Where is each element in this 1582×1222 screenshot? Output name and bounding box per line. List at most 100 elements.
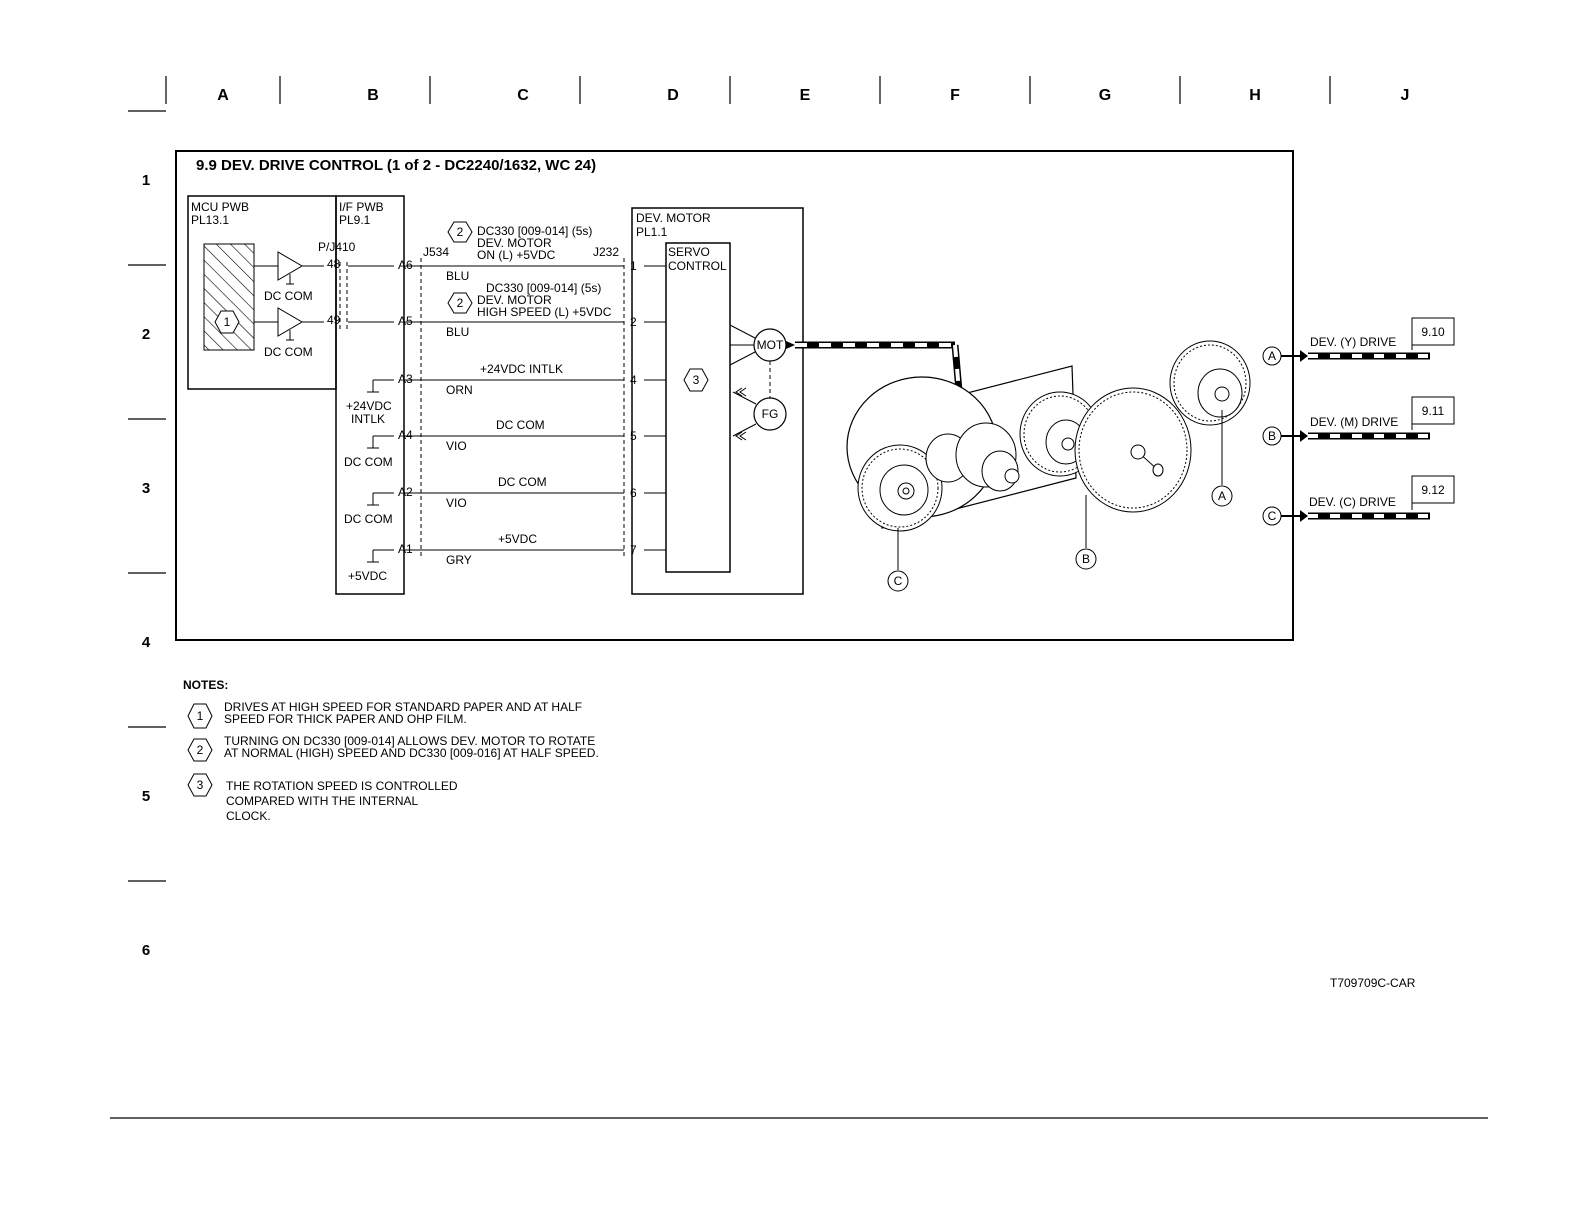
pin-number: 49 (327, 313, 341, 327)
drive-label: DEV. (C) DRIVE (1309, 495, 1396, 509)
idler-gear (1004, 468, 1020, 484)
wire-label: DC COM (498, 475, 547, 489)
note-2-marker-text: 2 (457, 296, 464, 310)
pin-label: 6 (630, 486, 637, 500)
signal-label: HIGH SPEED (L) +5VDC (477, 305, 612, 319)
if-pwb-label: I/F PWB (339, 200, 384, 214)
signal-label: DEV. MOTOR (477, 293, 552, 307)
gear-a (1169, 340, 1251, 426)
row-label: 3 (142, 480, 150, 497)
gear-b (1074, 387, 1192, 513)
row-label: 6 (142, 942, 150, 959)
wire-color: GRY (446, 553, 472, 567)
dev-motor: DEV. MOTOR PL1.1 SERVO CONTROL 3 MOT FG (631, 207, 804, 595)
gear-c (857, 444, 943, 532)
drive-outputs: A DEV. (Y) DRIVE 9.10 B DEV. (M) DRIVE 9… (1262, 317, 1455, 526)
note-3-marker (683, 368, 709, 392)
mcu-pwb-label: MCU PWB (191, 200, 249, 214)
page-ref-box (1411, 317, 1455, 346)
mcu-pwb: MCU PWB PL13.1 1 DC COM DC COM 48 49 (187, 195, 341, 390)
note-marker-text: 1 (197, 709, 204, 723)
wire-color: VIO (446, 439, 467, 453)
fg-label: FG (762, 407, 779, 421)
wire-label: +5VDC (498, 532, 537, 546)
drive-ref: B (1268, 429, 1276, 443)
if-pwb-pl: PL9.1 (339, 213, 371, 227)
row-label: 4 (142, 634, 151, 651)
pin-label: 5 (630, 429, 637, 443)
note-1-marker (214, 310, 240, 334)
column-label: A (217, 87, 229, 104)
note-text: CLOCK. (226, 809, 271, 823)
signal-label: DC330 [009-014] (5s) (486, 281, 601, 295)
driver-2 (277, 307, 303, 337)
notes-heading: NOTES: (183, 678, 228, 692)
note-marker (187, 773, 213, 797)
note-text: SPEED FOR THICK PAPER AND OHP FILM. (224, 712, 467, 726)
note-2-marker (447, 292, 473, 314)
column-label: G (1099, 87, 1111, 104)
signal-label: ON (L) +5VDC (477, 248, 556, 262)
wire-color: ORN (446, 383, 473, 397)
column-label: J (1401, 87, 1410, 104)
drive-c: C DEV. (C) DRIVE 9.12 (1262, 475, 1455, 526)
note-text: TURNING ON DC330 [009-014] ALLOWS DEV. M… (224, 734, 595, 748)
pin-label: A4 (398, 428, 413, 442)
note-text: THE ROTATION SPEED IS CONTROLLED (226, 779, 458, 793)
drive-ref: C (1268, 509, 1277, 523)
servo-label: CONTROL (668, 259, 727, 273)
note-3-marker-text: 3 (693, 373, 700, 387)
row-ruler: 1 2 3 4 5 6 (128, 110, 166, 959)
dev-motor-label: DEV. MOTOR (636, 211, 711, 225)
if-pwb: I/F PWB PL9.1 P/J410 +24VDC INTLK DC COM… (318, 195, 405, 595)
note-marker-text: 2 (197, 743, 204, 757)
intlk-label: INTLK (351, 412, 385, 426)
note-marker (187, 703, 213, 729)
row-label: 2 (142, 326, 150, 343)
column-label: H (1249, 87, 1261, 104)
servo-label: SERVO (668, 245, 710, 259)
drive-m: B DEV. (M) DRIVE 9.11 (1262, 396, 1455, 446)
pin-label: 4 (630, 373, 637, 387)
dc-com-label: DC COM (344, 455, 393, 469)
gear-assembly: A B C (846, 340, 1251, 592)
pin-label: 2 (630, 315, 637, 329)
page-ref: 9.11 (1422, 404, 1445, 418)
pin-label: A5 (398, 314, 413, 328)
gear-label-c: C (894, 574, 903, 588)
drive-ref: A (1268, 349, 1276, 363)
drive-label: DEV. (Y) DRIVE (1310, 335, 1396, 349)
v24-label: +24VDC (346, 399, 392, 413)
connector-label: P/J410 (318, 240, 356, 254)
v5-label: +5VDC (348, 569, 387, 583)
pin-label: 7 (630, 543, 637, 557)
column-ruler: A B C D E F G H J (165, 76, 1410, 104)
diagram-frame (175, 150, 1294, 641)
servo-control (665, 242, 731, 573)
pin-label: A6 (398, 258, 413, 272)
note-marker-text: 3 (197, 778, 204, 792)
dc-com-label: DC COM (344, 512, 393, 526)
note-1-marker-text: 1 (224, 315, 231, 329)
fg-sensor (753, 397, 787, 431)
column-label: B (367, 87, 379, 104)
note-2-marker-text: 2 (457, 225, 464, 239)
driver-1 (277, 251, 303, 281)
wire-label: DC COM (496, 418, 545, 432)
gear-label-a: A (1218, 489, 1226, 503)
wire-color: BLU (446, 325, 469, 339)
mot-label: MOT (757, 338, 784, 352)
j534-label: J534 (423, 245, 449, 259)
row-label: 5 (142, 788, 150, 805)
wire-label: +24VDC INTLK (480, 362, 563, 376)
pin-number: 48 (327, 257, 341, 271)
note-text: DRIVES AT HIGH SPEED FOR STANDARD PAPER … (224, 700, 582, 714)
pin-label: A3 (398, 372, 413, 386)
figure-id: T709709C-CAR (1330, 976, 1416, 990)
pin-label: A1 (398, 542, 413, 556)
column-label: F (950, 87, 960, 104)
notes: NOTES: 1 DRIVES AT HIGH SPEED FOR STANDA… (183, 678, 599, 823)
note-text: AT NORMAL (HIGH) SPEED AND DC330 [009-01… (224, 746, 599, 760)
note-marker (187, 738, 213, 762)
